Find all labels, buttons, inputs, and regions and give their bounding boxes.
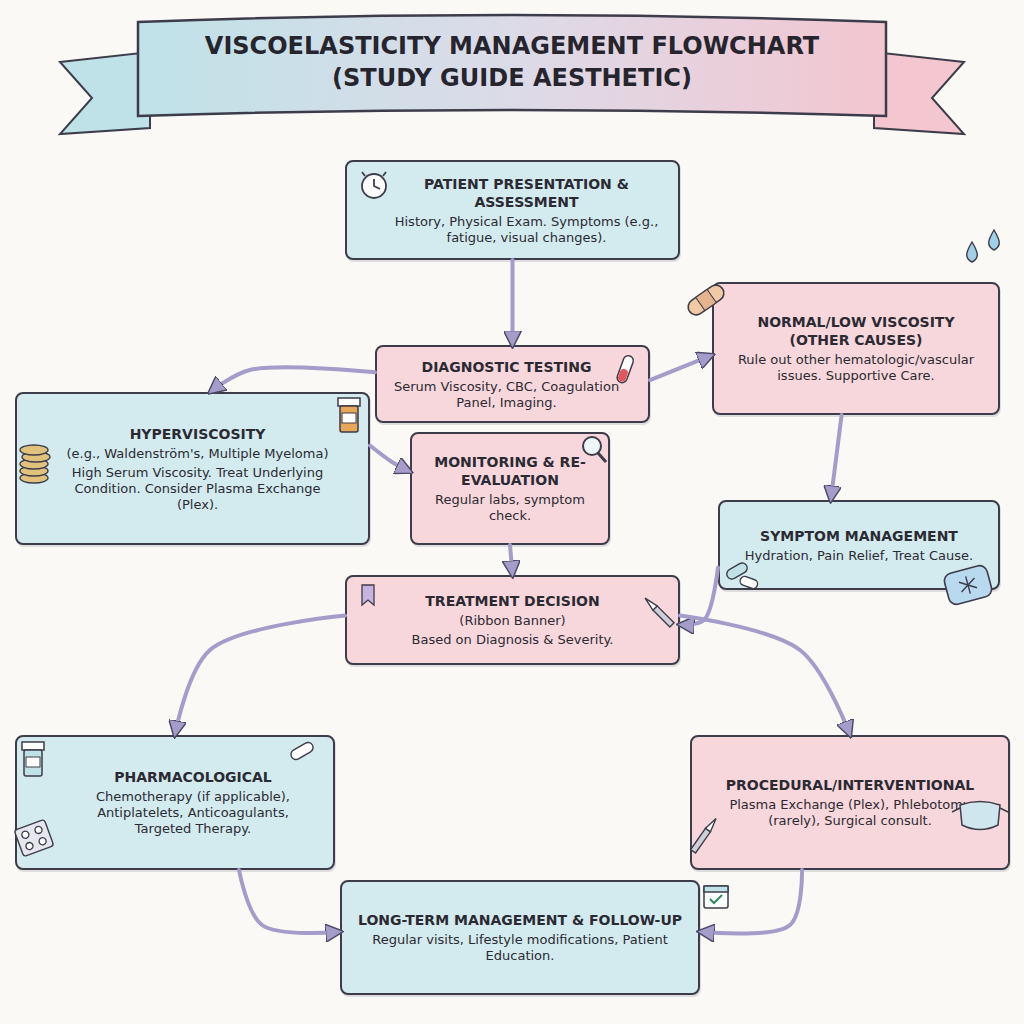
process-box: TREATMENT DECISION (Ribbon Banner) Based o…: [345, 575, 680, 665]
box-heading: HYPERVISCOSITY: [130, 425, 266, 443]
flow-arrow: [510, 545, 513, 575]
drop-icon: [967, 242, 978, 262]
box-heading: DIAGNOSTIC TESTING: [422, 358, 592, 376]
box-body: Rule out other hematologic/vascular issu…: [726, 352, 986, 384]
box-body: Regular labs, symptom check.: [424, 492, 596, 524]
flow-arrow: [680, 568, 718, 625]
box-body: Plasma Exchange (Plex), Phlebotomy (rare…: [718, 797, 982, 829]
process-box: PHARMACOLOGICAL Chemotherapy (if applicab…: [15, 735, 335, 870]
flow-arrow: [210, 367, 375, 392]
box-heading: NORMAL/LOW VISCOSITY (OTHER CAUSES): [726, 313, 986, 349]
process-box: SYMPTOM MANAGEMENT Hydration, Pain Relief…: [718, 500, 1000, 590]
box-heading: PATIENT PRESENTATION & ASSESSMENT: [387, 175, 666, 211]
flow-arrow: [511, 260, 515, 345]
flow-arrow: [239, 870, 340, 933]
flow-arrow: [680, 616, 850, 736]
process-box: MONITORING & RE-EVALUATIONRegular labs, …: [410, 432, 610, 545]
process-box: HYPERVISCOSITY (e.g., Waldenström's, Mult…: [15, 392, 370, 545]
flow-arrow: [700, 870, 802, 934]
box-heading: TREATMENT DECISION: [425, 592, 599, 610]
flow-arrow: [370, 446, 410, 472]
process-box: PATIENT PRESENTATION & ASSESSMENTHistory…: [345, 160, 680, 260]
box-body: Regular visits, Lifestyle modifications,…: [354, 932, 686, 964]
process-box: DIAGNOSTIC TESTING Serum Viscosity, CBC, …: [375, 345, 650, 423]
box-body: History, Physical Exam. Symptoms (e.g., …: [387, 214, 666, 246]
box-body: (e.g., Waldenström's, Multiple Myeloma): [66, 446, 328, 462]
ribbon-band: [138, 15, 886, 116]
box-heading: MONITORING & RE-EVALUATION: [424, 453, 596, 489]
process-box: PROCEDURAL/INTERVENTIONAL Plasma Exchange…: [690, 735, 1010, 870]
ribbon-tail: [874, 52, 964, 134]
box-heading: SYMPTOM MANAGEMENT: [760, 527, 958, 545]
box-body: High Serum Viscosity. Treat Underlying C…: [65, 465, 330, 513]
box-body: Serum Viscosity, CBC, Coagulation Panel,…: [389, 379, 624, 411]
box-heading: PROCEDURAL/INTERVENTIONAL: [726, 776, 975, 794]
box-body: Hydration, Pain Relief, Treat Cause.: [745, 548, 973, 564]
calendar-icon: [704, 886, 728, 908]
box-body: (Ribbon Banner): [459, 613, 565, 629]
flow-arrow: [175, 616, 345, 736]
box-heading: LONG-TERM MANAGEMENT & FOLLOW-UP: [358, 911, 682, 929]
box-heading: PHARMACOLOGICAL: [114, 768, 272, 786]
flow-arrow: [650, 355, 712, 380]
box-body: Based on Diagnosis & Severity.: [412, 632, 614, 648]
title-text: VISCOELASTICITY MANAGEMENT FLOWCHART (ST…: [202, 30, 822, 94]
box-body: Chemotherapy (if applicable), Antiplatel…: [67, 789, 319, 837]
flow-arrow: [831, 415, 842, 500]
process-box: NORMAL/LOW VISCOSITY (OTHER CAUSES)Rule …: [712, 282, 1000, 415]
drop-icon: [989, 230, 1000, 250]
ribbon-tail: [60, 52, 150, 134]
process-box: LONG-TERM MANAGEMENT & FOLLOW-UP Regular …: [340, 880, 700, 995]
